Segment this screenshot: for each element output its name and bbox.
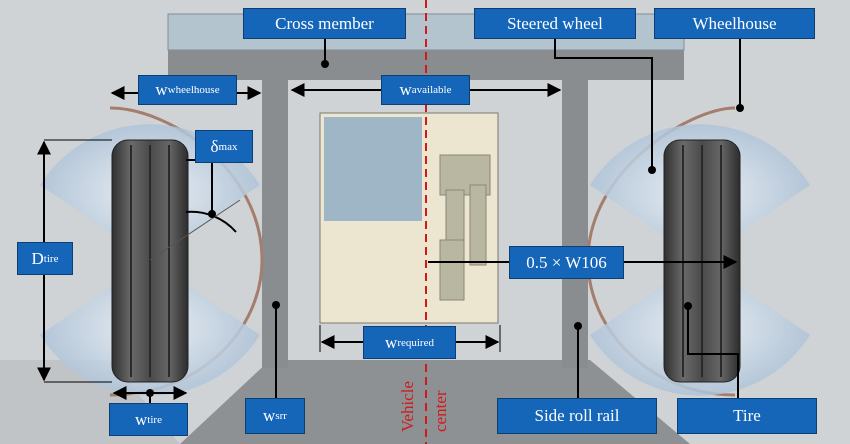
tire-left-treads: [130, 145, 170, 377]
gearbox: [439, 154, 491, 301]
vehicle-center-text-line1: Vehicle: [398, 381, 417, 432]
label-w-available-base: w: [399, 80, 412, 99]
label-w-tire-base: w: [135, 409, 148, 429]
label-w-srr-base: w: [263, 406, 276, 425]
label-steered-wheel: Steered wheel: [474, 8, 636, 39]
label-side-roll-rail: Side roll rail: [497, 398, 657, 434]
label-half-w106: 0.5 × W106: [509, 246, 624, 279]
label-w-required-base: w: [385, 332, 398, 352]
label-delta-max-base: δ: [210, 136, 219, 156]
vehicle-center-text-line2: center: [431, 390, 450, 432]
label-w-wheelhouse-base: w: [155, 80, 168, 99]
side-roll-rail-right: [562, 78, 588, 368]
label-tire: Tire: [677, 398, 817, 434]
label-wheelhouse: Wheelhouse: [654, 8, 815, 39]
label-d-tire-base: D: [31, 248, 44, 268]
delta-max-ray: [149, 199, 241, 261]
label-cross-member: Cross member: [243, 8, 406, 39]
motor-block: [324, 117, 422, 221]
leader-dots: [146, 60, 744, 397]
